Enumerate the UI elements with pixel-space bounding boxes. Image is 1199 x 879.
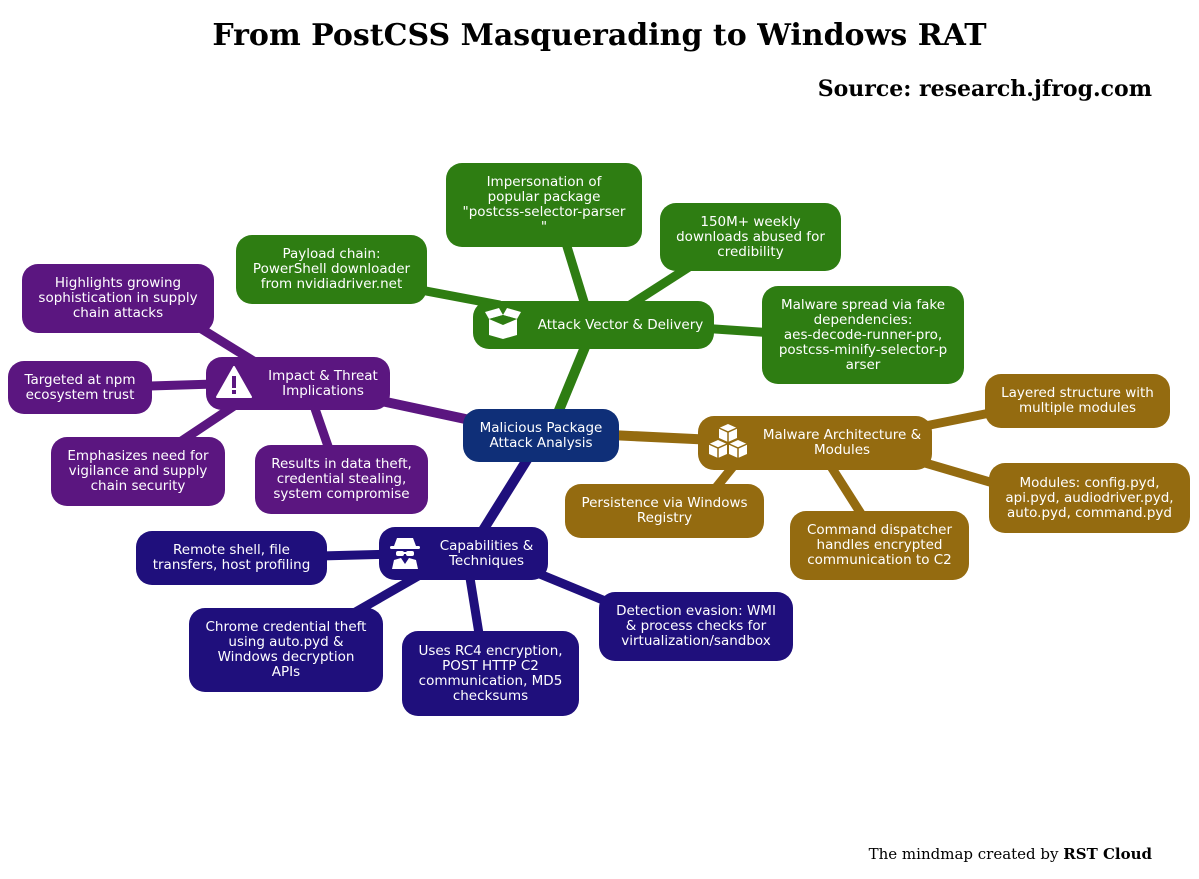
category-label: Capabilities & Techniques: [439, 537, 534, 569]
leaf-arch-dispatcher[interactable]: Command dispatcher handles encrypted com…: [790, 511, 969, 580]
link-arch-4: [826, 462, 869, 523]
category-label: Impact & Threat Implications: [268, 367, 378, 399]
leaf-cap-rc4[interactable]: Uses RC4 encryption, POST HTTP C2 commun…: [402, 631, 579, 716]
category-capabilities[interactable]: Capabilities & Techniques: [379, 527, 548, 580]
footer-credit: The mindmap created by RST Cloud: [869, 845, 1152, 863]
leaf-label: Chrome credential theft using auto.pyd &…: [205, 619, 367, 680]
category-impact[interactable]: Impact & Threat Implications: [206, 357, 390, 410]
leaf-arch-modules[interactable]: Modules: config.pyd, api.pyd, audiodrive…: [989, 463, 1190, 533]
leaf-label: Results in data theft, credential steali…: [271, 456, 412, 502]
leaf-impact-sophistication[interactable]: Highlights growing sophistication in sup…: [22, 264, 214, 333]
leaf-attack-downloads[interactable]: 150M+ weekly downloads abused for credib…: [660, 203, 841, 271]
center-node[interactable]: Malicious Package Attack Analysis: [463, 409, 619, 462]
leaf-impact-npm-trust[interactable]: Targeted at npm ecosystem trust: [8, 361, 152, 414]
leaf-label: Emphasizes need for vigilance and supply…: [67, 448, 209, 494]
leaf-impact-data-theft[interactable]: Results in data theft, credential steali…: [255, 445, 428, 514]
leaf-attack-payload-chain[interactable]: Payload chain: PowerShell downloader fro…: [236, 235, 427, 304]
leaf-impact-vigilance[interactable]: Emphasizes need for vigilance and supply…: [51, 437, 225, 506]
leaf-label: Detection evasion: WMI & process checks …: [616, 603, 776, 649]
source-credit: Source: research.jfrog.com: [817, 76, 1152, 102]
category-label: Attack Vector & Delivery: [537, 316, 704, 333]
leaf-cap-detection-evasion[interactable]: Detection evasion: WMI & process checks …: [599, 592, 793, 661]
leaf-label: Layered structure with multiple modules: [1001, 385, 1154, 416]
leaf-label: 150M+ weekly downloads abused for credib…: [676, 213, 825, 260]
leaf-label: Malware spread via fake dependencies: ae…: [778, 296, 948, 373]
leaf-label: Impersonation of popular package "postcs…: [462, 174, 626, 235]
leaf-label: Payload chain: PowerShell downloader fro…: [252, 246, 411, 292]
leaf-attack-impersonation[interactable]: Impersonation of popular package "postcs…: [446, 163, 642, 247]
leaf-cap-remote-shell[interactable]: Remote shell, file transfers, host profi…: [136, 531, 327, 585]
spy-icon: [389, 535, 421, 573]
leaf-arch-persistence[interactable]: Persistence via Windows Registry: [565, 484, 764, 538]
link-arch-2: [913, 455, 1002, 490]
cubes-icon: [708, 423, 748, 463]
footer-brand: RST Cloud: [1063, 845, 1152, 863]
link-center-architecture: [609, 430, 716, 445]
open-box-icon: [483, 307, 523, 343]
center-label: Malicious Package Attack Analysis: [479, 419, 603, 451]
leaf-label: Persistence via Windows Registry: [581, 495, 748, 526]
leaf-label: Uses RC4 encryption, POST HTTP C2 commun…: [418, 642, 563, 704]
category-architecture[interactable]: Malware Architecture & Modules: [698, 416, 932, 470]
leaf-label: Modules: config.pyd, api.pyd, audiodrive…: [1005, 474, 1174, 521]
leaf-label: Targeted at npm ecosystem trust: [24, 371, 136, 403]
warning-icon: [216, 365, 252, 402]
leaf-arch-layered[interactable]: Layered structure with multiple modules: [985, 374, 1170, 428]
leaf-label: Highlights growing sophistication in sup…: [38, 275, 198, 321]
page-title: From PostCSS Masquerading to Windows RAT: [212, 18, 987, 53]
leaf-cap-chrome-theft[interactable]: Chrome credential theft using auto.pyd &…: [189, 608, 383, 692]
link-center-capabilities: [475, 452, 535, 538]
link-attack-1: [560, 238, 590, 307]
link-impact-2: [149, 379, 216, 391]
leaf-label: Command dispatcher handles encrypted com…: [807, 522, 952, 568]
leaf-label: Remote shell, file transfers, host profi…: [152, 542, 311, 573]
leaf-attack-fake-dependencies[interactable]: Malware spread via fake dependencies: ae…: [762, 286, 964, 384]
category-label: Malware Architecture & Modules: [762, 427, 922, 458]
link-cap-3: [465, 577, 485, 641]
footer-prefix: The mindmap created by: [868, 845, 1059, 863]
category-attack-vector[interactable]: Attack Vector & Delivery: [473, 301, 714, 349]
link-center-attack: [550, 333, 595, 422]
